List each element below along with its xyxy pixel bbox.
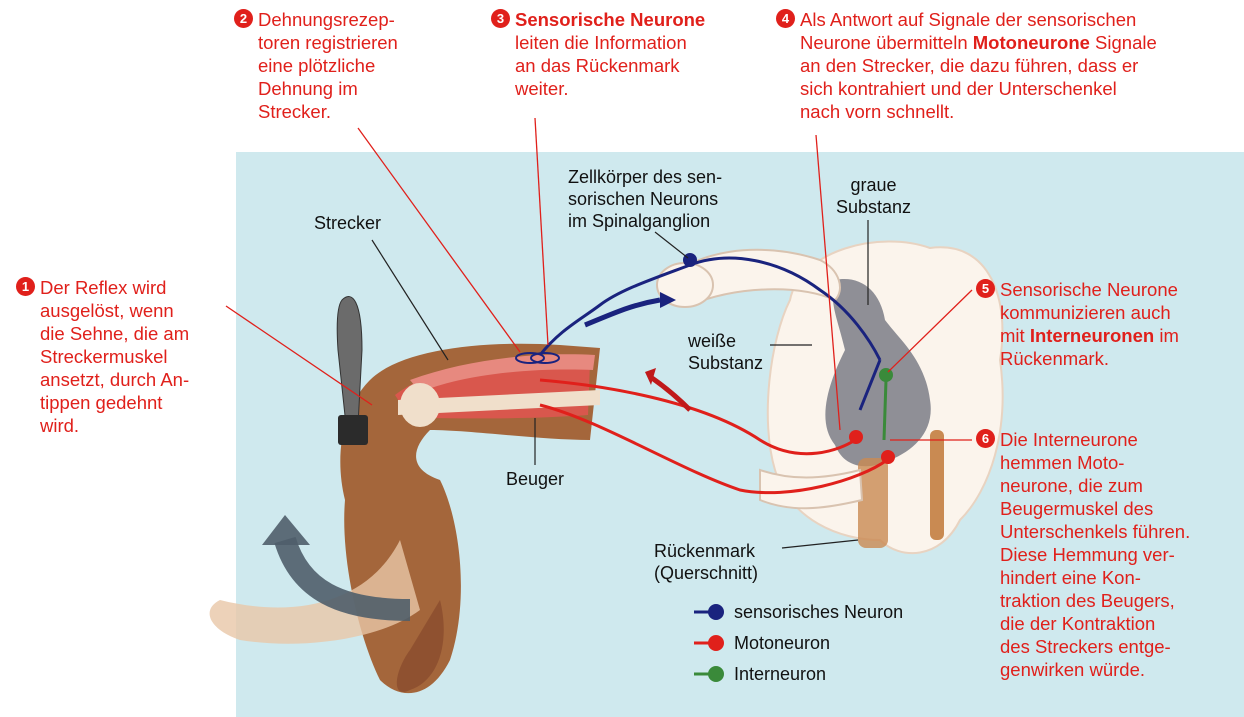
legend-item-motor: Motoneuron xyxy=(694,631,830,655)
step-number-badge: 2 xyxy=(234,9,253,28)
step-4-annotation: 4 Als Antwort auf Signale der sensorisch… xyxy=(800,8,1157,123)
step-1-annotation: 1 Der Reflex wird ausgelöst, wenn die Se… xyxy=(40,276,189,437)
step-6-annotation: 6 Die Interneurone hemmen Moto- neurone,… xyxy=(1000,428,1190,681)
step-number-badge: 3 xyxy=(491,9,510,28)
legend-item-sensory: sensorisches Neuron xyxy=(694,600,903,624)
step-number-badge: 6 xyxy=(976,429,995,448)
step-3-annotation: 3 Sensorische Neurone leiten die Informa… xyxy=(515,8,705,100)
leg-illustration xyxy=(210,344,600,693)
reflex-hammer xyxy=(337,297,368,445)
motor-signal-arrow-icon xyxy=(652,378,690,410)
step-2-annotation: 2 Dehnungsrezep- toren registrieren eine… xyxy=(258,8,398,123)
label-graue-substanz: graue Substanz xyxy=(836,174,911,218)
step-number-badge: 5 xyxy=(976,279,995,298)
step-number-badge: 4 xyxy=(776,9,795,28)
legend-item-inter: Interneuron xyxy=(694,662,826,686)
label-rueckenmark: Rückenmark (Querschnitt) xyxy=(654,540,758,584)
step-5-annotation: 5 Sensorische Neurone kommunizieren auch… xyxy=(1000,278,1179,370)
step-number-badge: 1 xyxy=(16,277,35,296)
label-zellkoerper: Zellkörper des sen- sorischen Neurons im… xyxy=(568,166,722,232)
label-weisse-substanz: weiße Substanz xyxy=(688,330,763,374)
interneuron-path xyxy=(884,380,886,440)
signal-arrow-icon xyxy=(585,300,660,325)
label-strecker: Strecker xyxy=(314,212,381,234)
label-beuger: Beuger xyxy=(506,468,564,490)
